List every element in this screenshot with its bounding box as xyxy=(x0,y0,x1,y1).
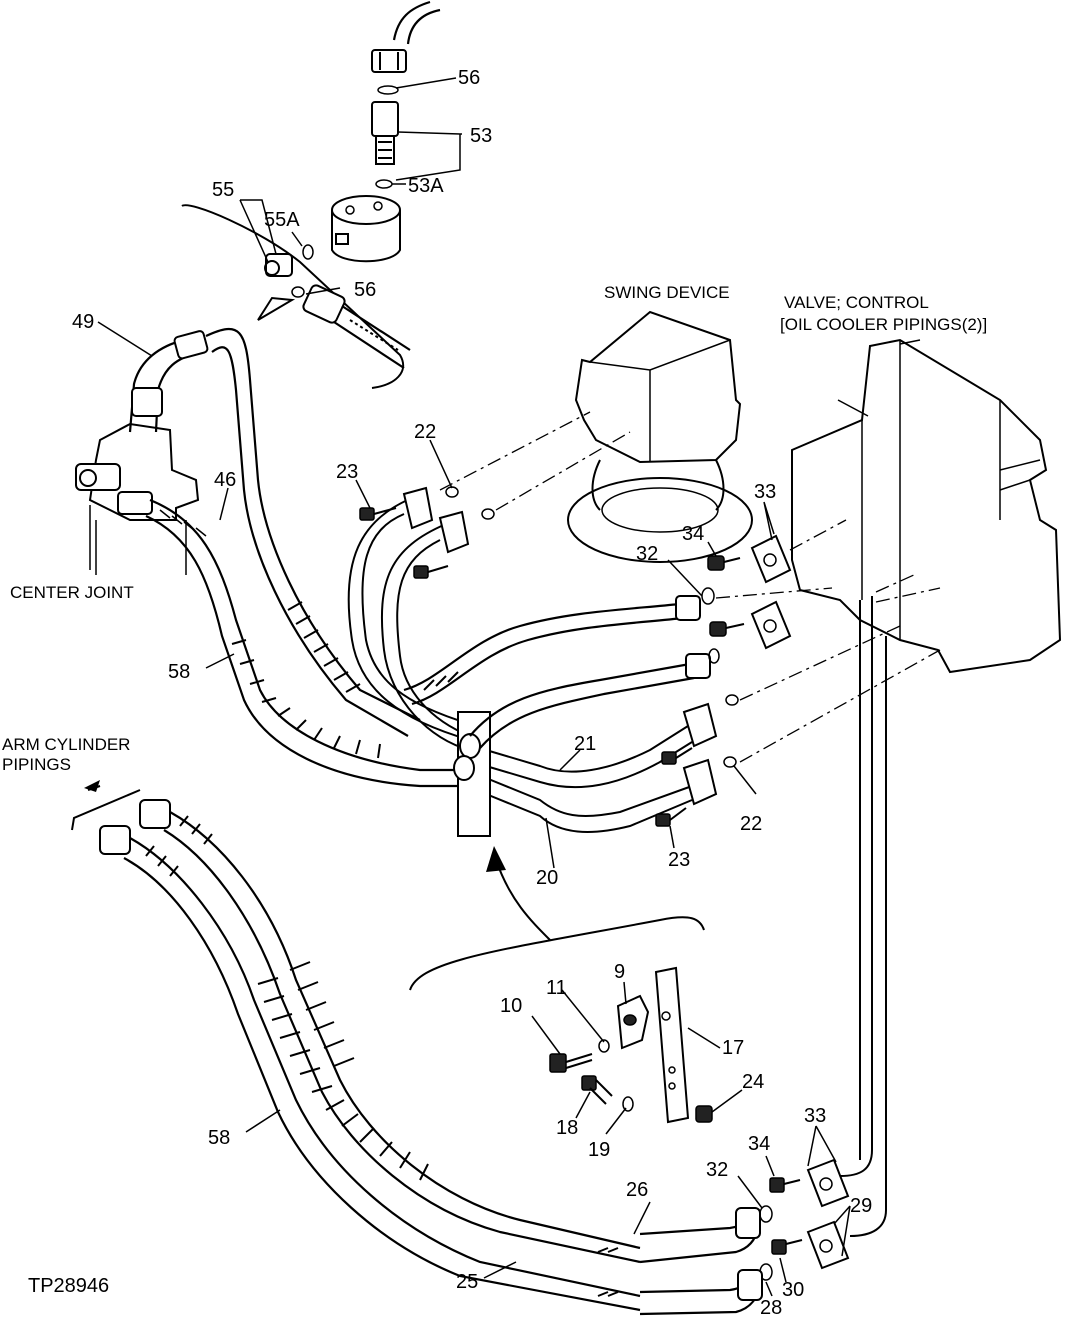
flange-33-upper xyxy=(707,534,792,650)
callout-10: 10 xyxy=(500,995,522,1017)
callout-56-mid: 56 xyxy=(354,279,376,301)
clamp-detail xyxy=(549,966,713,1124)
oil-cooler-hoses-upper xyxy=(403,587,720,749)
detail-arrow xyxy=(409,846,705,991)
callout-22-bottom: 22 xyxy=(740,813,762,835)
hose-46-58 xyxy=(145,498,460,788)
leader-lines xyxy=(97,77,921,1297)
callout-28: 28 xyxy=(760,1297,782,1318)
callout-25: 25 xyxy=(456,1271,478,1293)
callout-26: 26 xyxy=(626,1179,648,1201)
arm-cylinder-hoses xyxy=(71,780,763,1316)
callout-24: 24 xyxy=(742,1071,764,1093)
caption-valve-control: VALVE; CONTROL xyxy=(784,293,929,312)
callout-23-bottom: 23 xyxy=(668,849,690,871)
flange-lower xyxy=(759,1158,850,1281)
caption-swing-device: SWING DEVICE xyxy=(604,283,730,302)
callout-30: 30 xyxy=(782,1279,804,1301)
callout-32-bottom: 32 xyxy=(706,1159,728,1181)
bolts-23 xyxy=(359,486,739,827)
callout-32-top: 32 xyxy=(636,543,658,565)
caption-arm-cylinder-pipings: PIPINGS xyxy=(2,755,71,774)
callout-46: 46 xyxy=(214,469,236,491)
caption-valve-oil-cooler: [OIL COOLER PIPINGS(2)] xyxy=(780,315,987,334)
figure-id: TP28946 xyxy=(28,1275,109,1297)
callout-22-top: 22 xyxy=(414,421,436,443)
callout-20: 20 xyxy=(536,867,558,889)
alignment-lines xyxy=(439,411,941,763)
callout-21: 21 xyxy=(574,733,596,755)
control-valve xyxy=(791,338,1062,674)
valve-return-pipes xyxy=(839,596,887,1237)
callout-53: 53 xyxy=(470,125,492,147)
caption-arm-cylinder: ARM CYLINDER xyxy=(2,735,130,754)
hose-49 xyxy=(205,327,421,737)
callout-19: 19 xyxy=(588,1139,610,1161)
callout-33-bottom: 33 xyxy=(804,1105,826,1127)
callout-56-top: 56 xyxy=(458,67,480,89)
callout-55a: 55A xyxy=(264,209,300,231)
swing-device xyxy=(567,310,753,563)
pipes-20-21 xyxy=(347,486,718,837)
callout-29: 29 xyxy=(850,1195,872,1217)
callout-55: 55 xyxy=(212,179,234,201)
callout-58-upper: 58 xyxy=(168,661,190,683)
center-joint xyxy=(75,330,209,575)
captions: SWING DEVICE VALVE; CONTROL [OIL COOLER … xyxy=(2,283,987,1297)
callout-58-lower: 58 xyxy=(208,1127,230,1149)
caption-center-joint: CENTER JOINT xyxy=(10,583,134,602)
callout-11: 11 xyxy=(546,977,567,999)
fitting-detail-inset xyxy=(181,0,441,389)
callout-9: 9 xyxy=(614,961,625,983)
callout-53a: 53A xyxy=(408,175,444,197)
callout-34-top: 34 xyxy=(682,523,704,545)
callout-23-top: 23 xyxy=(336,461,358,483)
callout-17: 17 xyxy=(722,1037,744,1059)
callout-33-top: 33 xyxy=(754,481,776,503)
callout-labels: 56 53 53A 55 55A 56 49 46 22 23 33 34 32… xyxy=(72,67,872,1318)
callout-34-bottom: 34 xyxy=(748,1133,770,1155)
callout-18: 18 xyxy=(556,1117,578,1139)
callout-49: 49 xyxy=(72,311,94,333)
